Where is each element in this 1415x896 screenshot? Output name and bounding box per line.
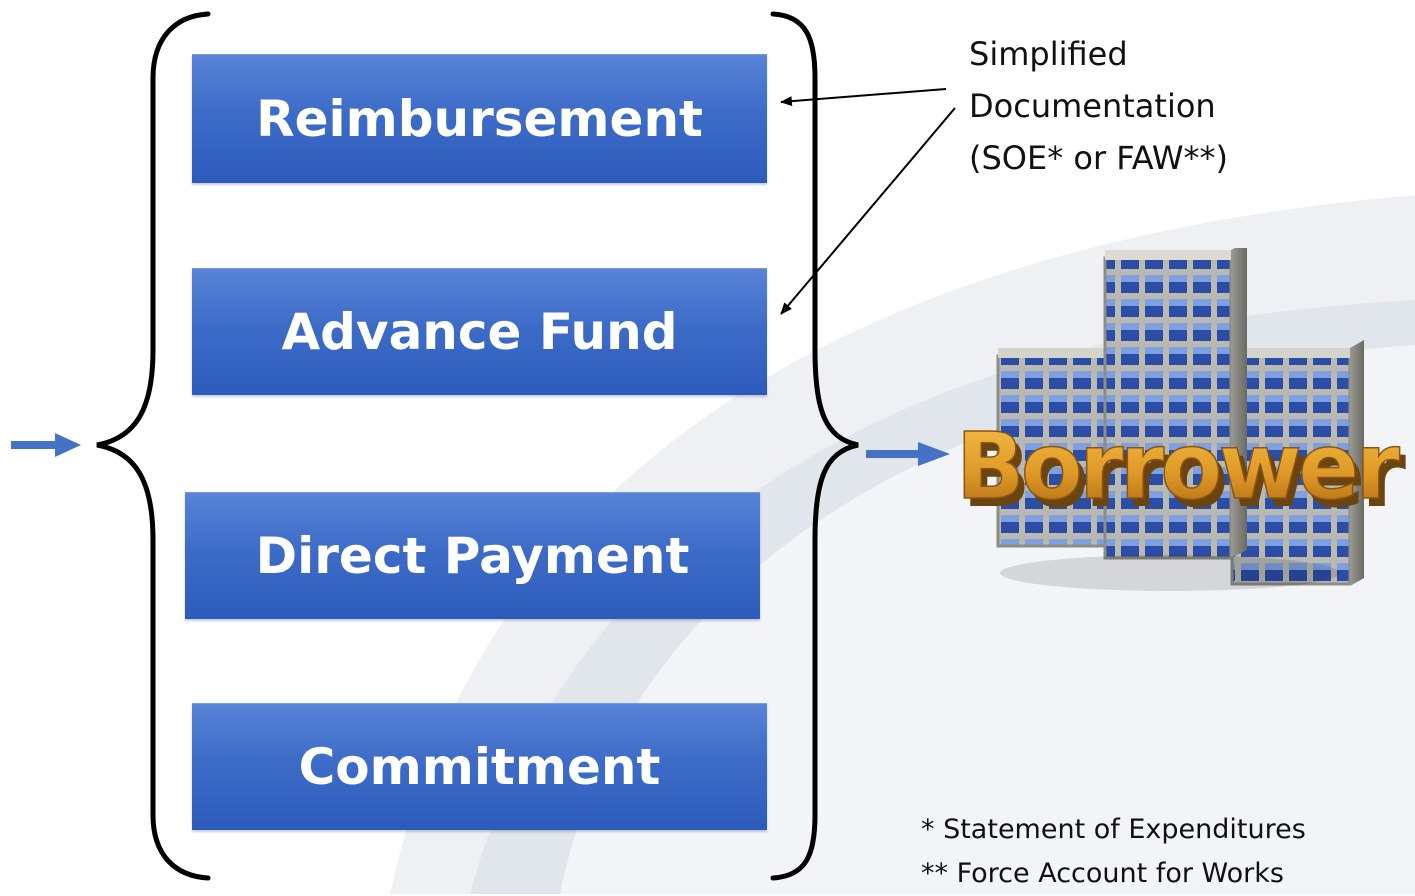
footnotes: * Statement of Expenditures ** Force Acc… (921, 808, 1306, 896)
advance-fund-box: Advance Fund (192, 268, 767, 395)
advance-fund-label: Advance Fund (281, 303, 678, 361)
reimbursement-label: Reimbursement (256, 90, 703, 148)
commitment-label: Commitment (298, 738, 661, 796)
annotation-line-3: (SOE* or FAW**) (969, 139, 1229, 177)
right-building (1230, 340, 1364, 586)
direct-payment-label: Direct Payment (255, 527, 690, 585)
reimbursement-box: Reimbursement (192, 54, 767, 183)
center-tower (1103, 248, 1247, 560)
annotation-line-2: Documentation (969, 87, 1216, 125)
borrower-text-shadow: Borrower (962, 421, 1407, 528)
simplified-documentation-note: Simplified Documentation (SOE* or FAW**) (969, 28, 1228, 184)
borrower-building-illustration: Borrower Borrower (955, 248, 1411, 591)
commitment-box: Commitment (192, 703, 767, 830)
borrower-text: Borrower (956, 413, 1401, 520)
footnote-soe: * Statement of Expenditures (921, 814, 1306, 845)
annotation-line-1: Simplified (969, 35, 1128, 73)
footnote-faw: ** Force Account for Works (921, 858, 1284, 889)
direct-payment-box: Direct Payment (185, 492, 760, 619)
